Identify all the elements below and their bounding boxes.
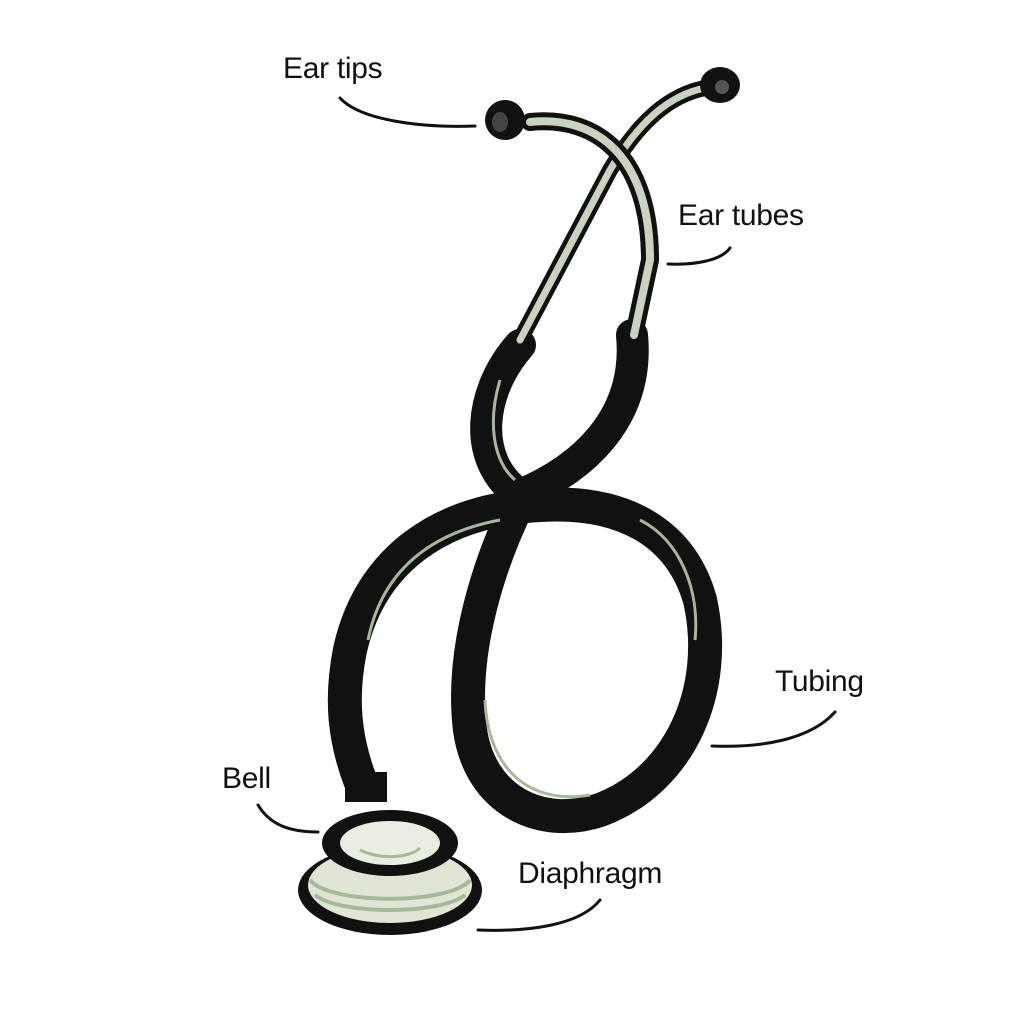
ear-tips-leader: [338, 96, 477, 128]
label-bell: Bell: [222, 762, 271, 795]
label-tubing: Tubing: [775, 665, 864, 698]
leader-lines: [256, 96, 837, 932]
bell-leader: [256, 803, 320, 834]
tubing: [327, 483, 723, 834]
label-diaphragm: Diaphragm: [518, 857, 663, 890]
ear-tubes: [512, 80, 713, 348]
label-ear-tubes: Ear tubes: [678, 199, 804, 232]
ear-tips: [485, 67, 740, 140]
chestpiece: [298, 772, 482, 935]
y-tubing: [470, 319, 649, 514]
tubing-leader: [710, 710, 837, 748]
ear-tubes-leader: [666, 246, 732, 266]
label-ear-tips: Ear tips: [283, 52, 383, 85]
diaphragm-leader: [476, 898, 602, 932]
